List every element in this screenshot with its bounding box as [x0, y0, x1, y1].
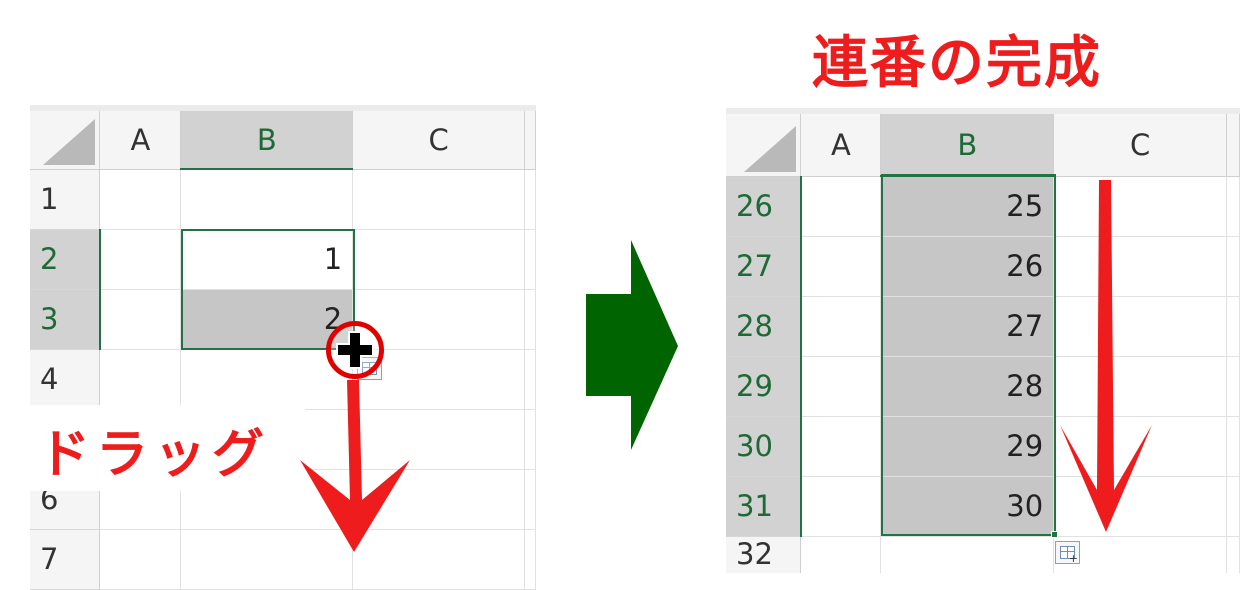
column-header-b[interactable]: B	[180, 111, 354, 170]
cell-a28[interactable]	[800, 296, 882, 357]
column-header-a[interactable]: A	[99, 111, 182, 170]
cell-c32[interactable]	[1053, 536, 1227, 573]
result-title: 連番の完成	[812, 31, 1102, 96]
cell-b26[interactable]: 25	[880, 176, 1055, 237]
cell-b30[interactable]: 29	[880, 416, 1055, 477]
auto-fill-options-button[interactable]: +	[1055, 541, 1080, 564]
column-header-b[interactable]: B	[880, 114, 1055, 177]
column-header-a[interactable]: A	[800, 114, 882, 177]
cell-c7[interactable]	[352, 529, 525, 590]
cell-a1[interactable]	[99, 169, 182, 230]
row-header-30[interactable]: 30	[726, 416, 802, 477]
row-header-2[interactable]: 2	[30, 229, 101, 290]
row-header-4[interactable]: 4	[30, 349, 101, 410]
cell-a27[interactable]	[800, 236, 882, 297]
right-grid: A B C 26 25 27 26 28 27 29 28	[726, 114, 1240, 573]
row-header-28[interactable]: 28	[726, 296, 802, 357]
select-all-corner[interactable]	[726, 114, 802, 177]
cell-a3[interactable]	[99, 289, 182, 350]
plus-icon: +	[1068, 552, 1078, 565]
fill-handle[interactable]	[1051, 531, 1058, 538]
row-header-3[interactable]: 3	[30, 289, 101, 350]
ribbon-edge	[726, 108, 1240, 114]
cell-c2[interactable]	[352, 229, 525, 290]
cell-c31[interactable]	[1053, 476, 1227, 537]
cell-b7[interactable]	[180, 529, 354, 590]
column-header-d[interactable]	[524, 111, 536, 170]
cell-b27[interactable]: 26	[880, 236, 1055, 297]
row-header-7[interactable]: 7	[30, 529, 101, 590]
cell-b2[interactable]: 1	[180, 229, 354, 290]
cell-a26[interactable]	[800, 176, 882, 237]
cell-c29[interactable]	[1053, 356, 1227, 417]
cell-b31[interactable]: 30	[880, 476, 1055, 537]
cell-a2[interactable]	[99, 229, 182, 290]
select-all-corner[interactable]	[30, 111, 101, 170]
cell-a30[interactable]	[800, 416, 882, 477]
cell-a32[interactable]	[800, 536, 882, 573]
cell-c27[interactable]	[1053, 236, 1227, 297]
row-header-1[interactable]: 1	[30, 169, 101, 230]
select-all-triangle-icon	[43, 118, 96, 165]
right-spreadsheet: A B C 26 25 27 26 28 27 29 28	[726, 108, 1240, 573]
fill-handle-plus-cursor-icon	[336, 331, 374, 369]
drag-annotation: ドラッグ	[38, 425, 271, 485]
cell-a4[interactable]	[99, 349, 182, 410]
cell-b3[interactable]: 2	[180, 289, 354, 350]
cell-b28[interactable]: 27	[880, 296, 1055, 357]
ribbon-edge	[30, 105, 536, 111]
cell-a29[interactable]	[800, 356, 882, 417]
select-all-triangle-icon	[744, 125, 797, 172]
column-header-d[interactable]	[1226, 114, 1240, 177]
cell-c5[interactable]	[352, 409, 525, 470]
cell-a7[interactable]	[99, 529, 182, 590]
annotation-background	[30, 405, 305, 491]
cell-b29[interactable]: 28	[880, 356, 1055, 417]
row-header-27[interactable]: 27	[726, 236, 802, 297]
cell-a31[interactable]	[800, 476, 882, 537]
row-header-32[interactable]: 32	[726, 536, 802, 573]
auto-fill-options-icon	[1060, 546, 1075, 559]
row-header-29[interactable]: 29	[726, 356, 802, 417]
column-header-c[interactable]: C	[352, 111, 525, 170]
cell-c28[interactable]	[1053, 296, 1227, 357]
row-header-26[interactable]: 26	[726, 176, 802, 237]
cell-c1[interactable]	[352, 169, 525, 230]
cell-b1[interactable]	[180, 169, 354, 230]
row-header-31[interactable]: 31	[726, 476, 802, 537]
cell-c26[interactable]	[1053, 176, 1227, 237]
cell-b32[interactable]	[880, 536, 1055, 573]
column-header-c[interactable]: C	[1053, 114, 1227, 177]
